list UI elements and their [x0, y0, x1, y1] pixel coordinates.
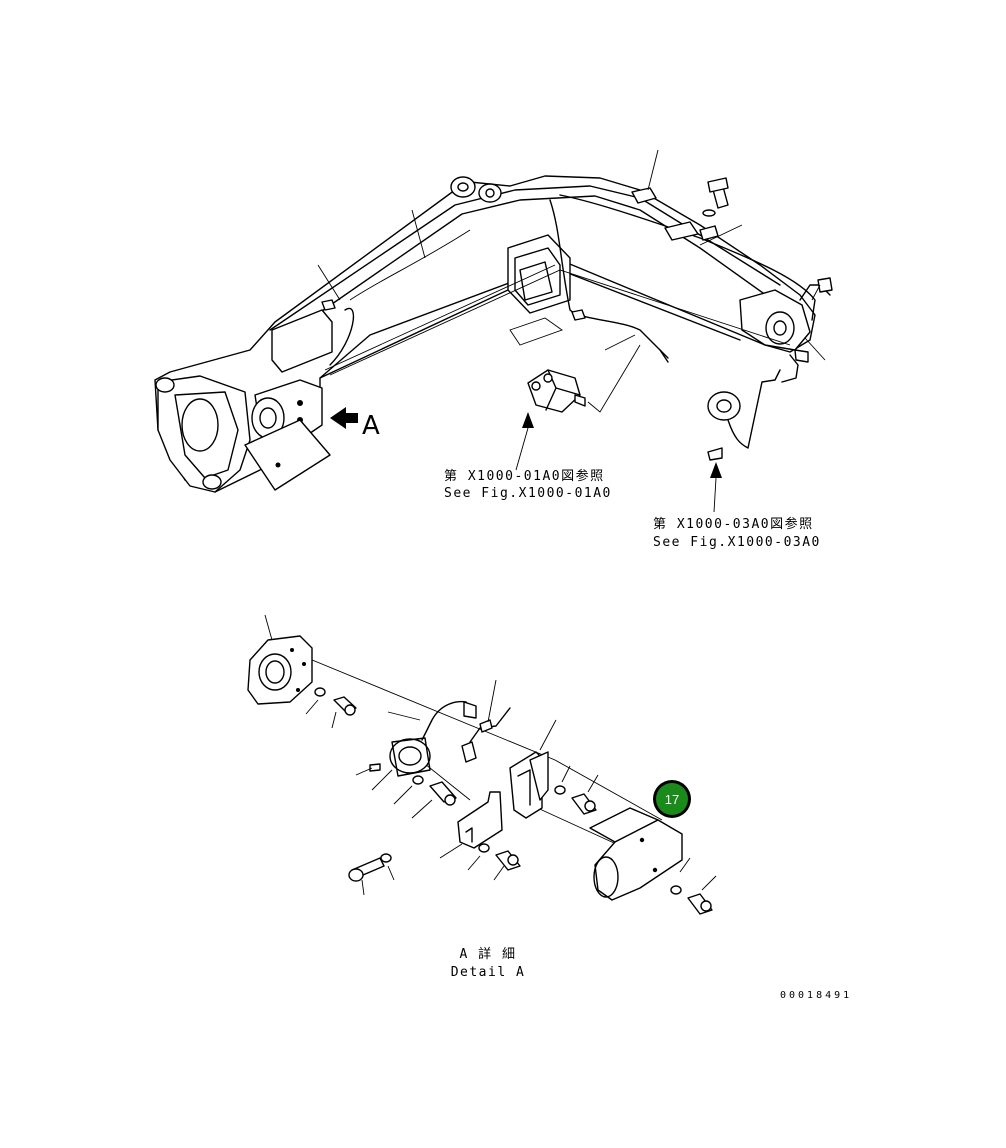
- boom-assembly: [154, 175, 833, 493]
- reference-callout-1: 第 X1000-01A0図参照 See Fig.X1000-01A0: [444, 468, 612, 501]
- sensor-part: [707, 369, 781, 513]
- valve-part: [515, 344, 641, 471]
- drawing-number: 00018491: [780, 990, 852, 1001]
- detail-title: A 詳 細 Detail A: [451, 946, 526, 980]
- ref1-ja: 第 X1000-01A0図参照: [444, 468, 605, 484]
- detail-title-en: Detail A: [451, 965, 526, 980]
- view-arrow-label: A: [362, 411, 380, 441]
- reference-callout-2: 第 X1000-03A0図参照 See Fig.X1000-03A0: [653, 516, 821, 550]
- item-badge-number: 17: [665, 792, 679, 807]
- detail-a-exploded: [247, 614, 717, 915]
- view-arrow: A: [330, 407, 380, 441]
- ref2-en: See Fig.X1000-03A0: [653, 535, 821, 550]
- ref2-ja: 第 X1000-03A0図参照: [653, 516, 814, 532]
- ref1-en: See Fig.X1000-01A0: [444, 486, 612, 501]
- upper-leader-lines: [317, 149, 826, 361]
- item-badge[interactable]: 17: [653, 780, 691, 818]
- item-badge-circle: [656, 783, 688, 815]
- detail-title-ja: A 詳 細: [460, 946, 517, 962]
